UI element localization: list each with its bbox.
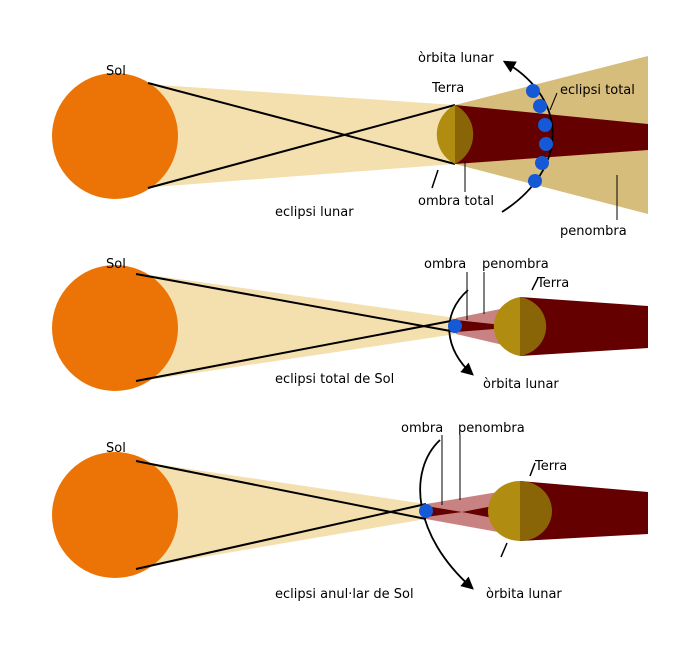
moon-position-5	[535, 156, 549, 170]
lunar-sunlight-cone	[115, 82, 455, 190]
annular-sun	[52, 452, 178, 578]
panel-annular-solar-eclipse: Sol Terra ombra penombra òrbita lunar ec…	[52, 421, 648, 602]
panel-total-solar-eclipse: Sol Terra ombra penombra òrbita lunar ec…	[52, 257, 648, 392]
annular-sun-label: Sol	[106, 441, 126, 456]
annular-orbit-label: òrbita lunar	[486, 587, 562, 602]
total-earth-axis	[531, 277, 539, 291]
annular-orbit-arc	[419, 439, 474, 590]
moon-position-4	[539, 137, 553, 151]
moon-position-6	[528, 174, 542, 188]
total-umbra-label: ombra	[424, 257, 466, 272]
total-sunlight-cone	[115, 270, 456, 385]
lunar-eclipse-label: eclipsi total	[560, 83, 635, 98]
annular-caption: eclipsi anul·lar de Sol	[275, 587, 414, 602]
annular-earth-axis	[529, 462, 536, 477]
total-ray-bottom	[135, 319, 457, 382]
total-orbit-label: òrbita lunar	[483, 377, 559, 392]
total-sun	[52, 265, 178, 391]
lunar-caption: eclipsi lunar	[275, 205, 354, 220]
lunar-eclipse-leader	[549, 92, 558, 111]
total-ray-top	[135, 273, 457, 333]
lunar-ray-bottom	[147, 104, 456, 189]
lunar-earth	[436, 105, 474, 164]
annular-earth-label: Terra	[534, 459, 567, 474]
annular-moon	[419, 504, 433, 518]
total-umbra-region	[456, 320, 520, 332]
total-caption: eclipsi total de Sol	[275, 372, 394, 387]
annular-umbra-region	[426, 506, 462, 517]
total-earth-shadow	[520, 297, 648, 356]
total-earth	[493, 297, 547, 356]
annular-penumbra-label: penombra	[458, 421, 525, 436]
annular-earth-axis-bottom	[500, 542, 508, 558]
lunar-earth-axis	[431, 169, 439, 189]
moon-position-1	[526, 84, 540, 98]
lunar-penumbra-label: penombra	[560, 224, 627, 239]
annular-umbra-label: ombra	[401, 421, 443, 436]
annular-sunlight-cone	[115, 458, 426, 572]
lunar-umbra-region	[455, 105, 648, 164]
lunar-sun-label: Sol	[106, 64, 126, 79]
annular-ray-bottom	[135, 503, 427, 570]
moon-position-3	[538, 118, 552, 132]
annular-ray-top	[135, 460, 427, 520]
lunar-sun	[52, 73, 178, 199]
total-penumbra-label: penombra	[482, 257, 549, 272]
annular-earth-shadow	[520, 481, 648, 541]
total-moon	[448, 319, 462, 333]
lunar-orbit-arc	[501, 60, 554, 213]
total-sun-label: Sol	[106, 257, 126, 272]
lunar-earth-label: Terra	[431, 81, 464, 96]
total-orbit-arc	[448, 289, 474, 376]
lunar-umbra-label: ombra total	[418, 194, 494, 209]
lunar-orbit-label: òrbita lunar	[418, 51, 494, 66]
annular-earth	[488, 481, 552, 541]
panel-lunar-eclipse: Sol Terra òrbita lunar eclipsi total omb…	[52, 51, 648, 239]
moon-position-2	[533, 99, 547, 113]
lunar-ray-top	[147, 82, 456, 165]
total-earth-label: Terra	[536, 276, 569, 291]
